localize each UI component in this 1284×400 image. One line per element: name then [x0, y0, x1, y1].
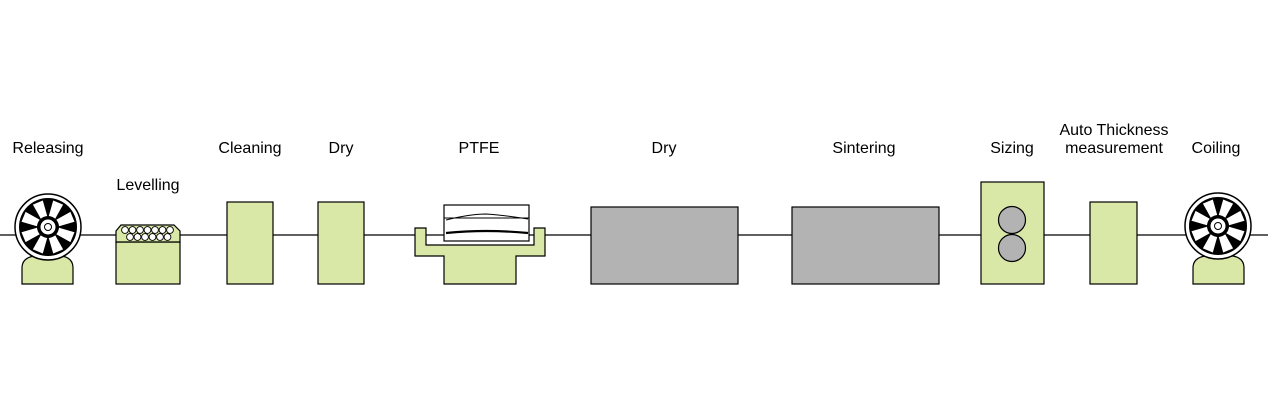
- reel-spoke: [56, 211, 75, 227]
- leveller-roller: [163, 233, 172, 241]
- ptfe-coating-bath-icon: [414, 204, 546, 285]
- sizing-rollers-icon: [980, 181, 1045, 285]
- releasing-reel-icon: [14, 193, 82, 285]
- label-cleaning: Cleaning: [218, 140, 282, 157]
- leveller-roller: [151, 226, 159, 234]
- reel-spoke: [1218, 199, 1234, 218]
- cleaning-unit: [226, 201, 274, 285]
- leveller-roller: [158, 226, 167, 234]
- dry-unit-1: [317, 201, 365, 285]
- leveller-roller: [126, 233, 134, 241]
- leveller-roller: [133, 233, 142, 241]
- label-dry-1: Dry: [328, 140, 354, 157]
- reel-spoke: [1226, 226, 1245, 242]
- label-dry-2: Dry: [651, 140, 677, 157]
- reel-spoke: [48, 200, 64, 219]
- reel-spoke: [21, 211, 40, 227]
- label-sizing: Sizing: [990, 140, 1034, 157]
- reel-spoke: [32, 200, 48, 219]
- reel-spoke: [56, 227, 75, 243]
- coiling-reel-icon: [1184, 192, 1252, 285]
- reel-spoke: [1218, 234, 1234, 253]
- label-ptfe: PTFE: [458, 140, 500, 157]
- leveller-roller: [136, 226, 144, 234]
- reel-spoke: [1191, 226, 1210, 242]
- reel-spoke: [1226, 210, 1245, 226]
- label-auto-thickness: Auto Thickness measurement: [1059, 122, 1169, 157]
- leveller-roller: [166, 226, 174, 234]
- reel-spoke: [32, 235, 48, 254]
- leveller-roller: [141, 233, 149, 241]
- reel-spoke: [1202, 234, 1218, 253]
- leveller-roller: [156, 233, 164, 241]
- label-sintering: Sintering: [832, 140, 896, 157]
- reel-spoke: [48, 235, 64, 254]
- reel-spoke: [1202, 199, 1218, 218]
- leveller-roller: [128, 226, 137, 234]
- sintering-oven: [791, 206, 940, 285]
- reel-spoke: [1191, 210, 1210, 226]
- leveller-roller: [148, 233, 157, 241]
- leveller-roller: [143, 226, 152, 234]
- label-levelling: Levelling: [116, 177, 180, 194]
- label-coiling: Coiling: [1191, 140, 1241, 157]
- label-releasing: Releasing: [12, 140, 84, 157]
- leveller-roller: [121, 226, 129, 234]
- dry-oven-2: [590, 206, 739, 285]
- thickness-measurement-unit: [1089, 201, 1138, 285]
- levelling-machine-icon: [115, 224, 181, 285]
- reel-spoke: [21, 227, 40, 243]
